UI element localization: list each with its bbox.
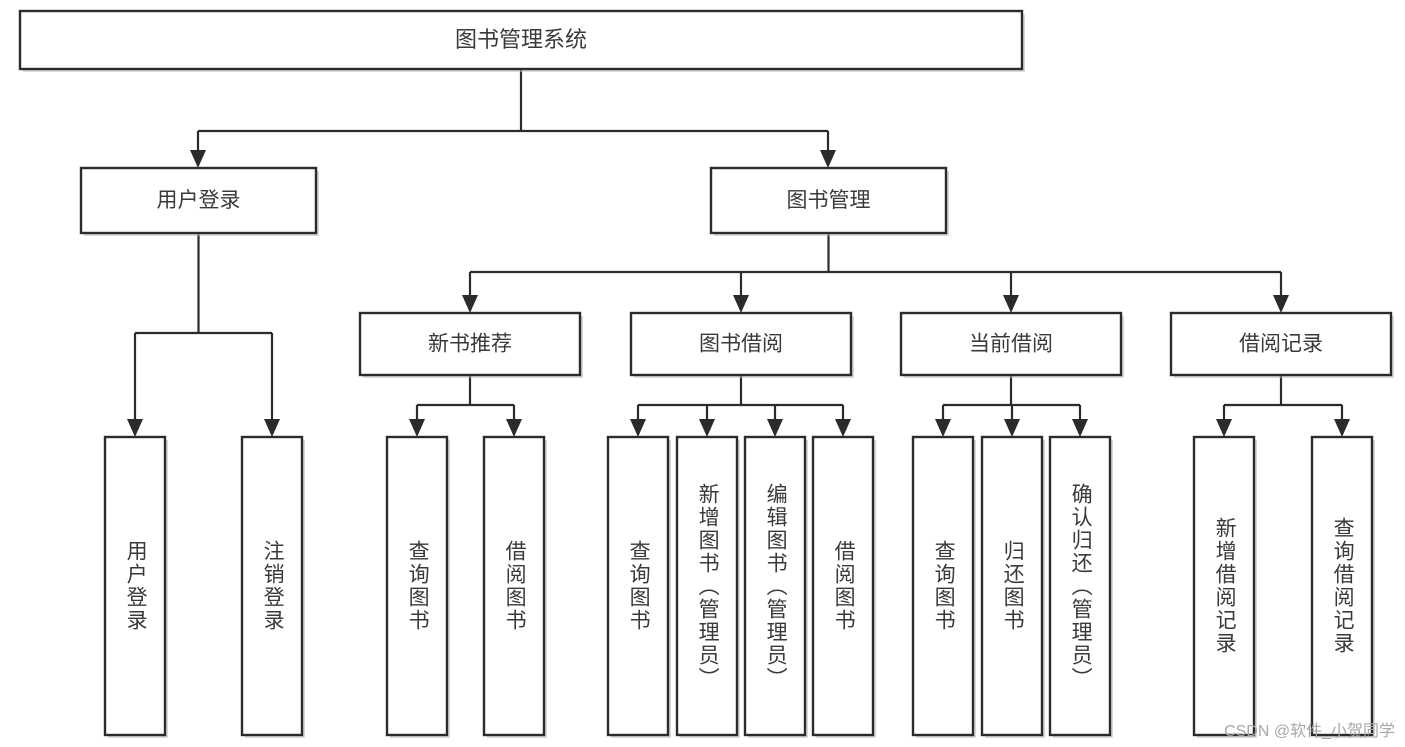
arrow-head-icon [462, 295, 478, 313]
node-box-leaf-return-book[interactable] [980, 435, 1044, 737]
arrow-head-icon [1004, 419, 1020, 437]
arrow-head-icon [630, 419, 646, 437]
node-box-leaf-query-book-rec[interactable] [385, 435, 449, 737]
arrow-head-icon [506, 419, 522, 437]
arrow-head-icon [1216, 419, 1232, 437]
arrow-head-icon [409, 419, 425, 437]
arrow-head-icon [820, 150, 836, 168]
connector-layer [127, 69, 1350, 437]
arrow-head-icon [767, 419, 783, 437]
node-label-current-borrow: 当前借阅 [969, 333, 1053, 356]
arrow-head-icon [733, 295, 749, 313]
node-box-book-manage[interactable] [709, 166, 948, 235]
node-label-user-login: 用户登录 [157, 189, 241, 212]
node-label-borrow-record: 借阅记录 [1239, 333, 1323, 356]
node-box-user-login[interactable] [79, 166, 318, 235]
arrow-head-icon [1072, 419, 1088, 437]
node-layer [18, 9, 1394, 738]
node-box-leaf-borrow-book[interactable] [811, 435, 875, 737]
node-box-leaf-add-record[interactable] [1192, 435, 1256, 737]
node-box-leaf-confirm-return[interactable] [1048, 435, 1112, 737]
arrow-head-icon [190, 150, 206, 168]
arrow-head-icon [935, 419, 951, 437]
node-label-book-borrow: 图书借阅 [699, 333, 783, 356]
arrow-head-icon [264, 419, 280, 437]
node-box-leaf-edit-book[interactable] [743, 435, 807, 737]
node-box-new-book-recommend[interactable] [358, 311, 582, 377]
arrow-head-icon [127, 419, 143, 437]
node-box-leaf-query-book-borrow[interactable] [606, 435, 670, 737]
arrow-head-icon [699, 419, 715, 437]
node-box-leaf-query-record[interactable] [1310, 435, 1374, 737]
node-box-leaf-user-logout[interactable] [240, 435, 304, 737]
node-label-root: 图书管理系统 [455, 27, 587, 52]
node-box-borrow-record[interactable] [1169, 311, 1393, 377]
node-box-leaf-user-login[interactable] [103, 435, 167, 737]
node-box-current-borrow[interactable] [899, 311, 1123, 377]
node-box-root[interactable] [18, 9, 1024, 71]
node-box-leaf-add-book[interactable] [675, 435, 739, 737]
node-box-leaf-borrow-book-rec[interactable] [482, 435, 546, 737]
arrow-head-icon [1334, 419, 1350, 437]
arrow-head-icon [1273, 295, 1289, 313]
node-label-new-book-recommend: 新书推荐 [428, 333, 512, 356]
arrow-head-icon [1003, 295, 1019, 313]
node-label-book-manage: 图书管理 [787, 189, 871, 212]
watermark: CSDN @软件_小贺同学 [1224, 723, 1395, 740]
node-box-book-borrow[interactable] [629, 311, 853, 377]
node-box-leaf-query-book-current[interactable] [911, 435, 975, 737]
arrow-head-icon [835, 419, 851, 437]
